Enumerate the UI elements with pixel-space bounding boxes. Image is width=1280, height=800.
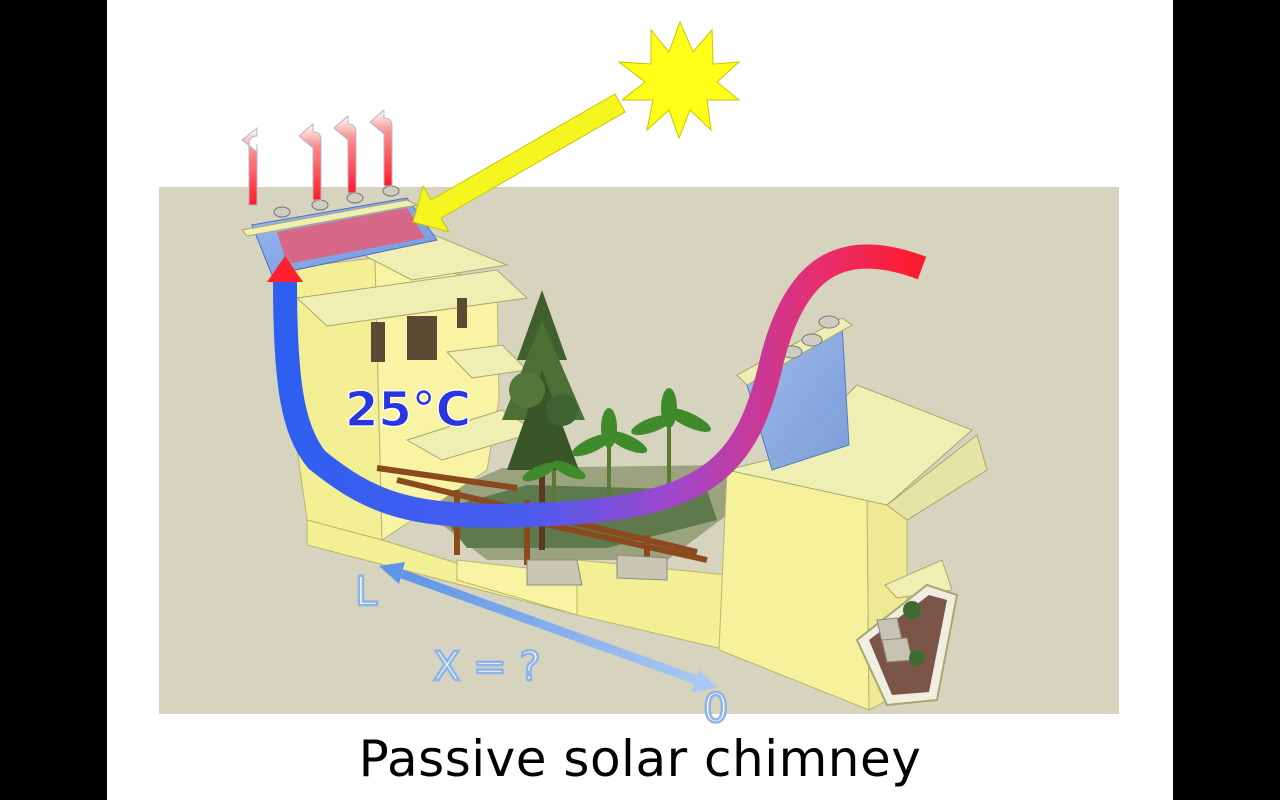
solar-chimney-diagram: 25°C L X = ? 0	[159, 20, 1119, 733]
origin-label: 0	[703, 686, 728, 732]
slide-caption: Passive solar chimney	[358, 730, 922, 788]
banana-plant-icon	[522, 388, 711, 520]
right-building	[718, 384, 988, 711]
left-solar-chimney	[241, 185, 438, 276]
exhaust-arrows	[241, 108, 393, 206]
temperature-label: 25°C	[345, 382, 471, 438]
airflow-arrow	[267, 244, 927, 528]
sunbeam-arrow	[412, 93, 626, 233]
sun-icon	[617, 20, 741, 140]
dimension-arrow	[379, 562, 717, 692]
distance-label: X = ?	[433, 644, 541, 690]
tree-icon	[502, 290, 585, 550]
stairs	[526, 554, 668, 586]
length-label: L	[355, 569, 378, 615]
slide: 25°C L X = ? 0 Passive solar chimney	[107, 0, 1173, 800]
